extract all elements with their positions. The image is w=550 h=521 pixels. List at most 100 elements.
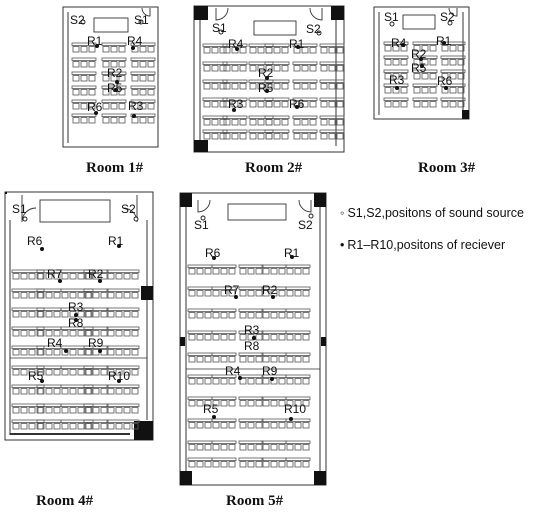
chair	[92, 369, 100, 376]
chair	[92, 292, 100, 299]
desk	[71, 71, 97, 75]
chair	[400, 87, 408, 94]
desk	[101, 113, 127, 117]
chair	[392, 59, 400, 66]
chair	[139, 117, 147, 124]
chair	[449, 59, 457, 66]
chair	[270, 312, 278, 319]
chair	[257, 101, 265, 108]
chair	[110, 61, 118, 68]
chair	[69, 369, 77, 376]
desk	[264, 43, 290, 47]
chair	[203, 133, 211, 140]
chair	[196, 290, 204, 297]
chair	[239, 65, 247, 72]
desk	[292, 79, 318, 83]
chair	[20, 330, 28, 337]
room-5-receiver-4-marker	[238, 376, 242, 380]
chair	[196, 461, 204, 468]
chair	[102, 61, 110, 68]
room-5-source-2-label: S2	[298, 218, 313, 232]
chair	[53, 311, 61, 318]
desk	[238, 286, 264, 290]
chair	[107, 292, 115, 299]
chair	[328, 47, 336, 54]
chair	[320, 47, 328, 54]
chair	[441, 73, 449, 80]
chair	[92, 407, 100, 414]
desk	[71, 113, 97, 117]
room-1-receiver-6-label: R6	[87, 100, 103, 114]
chair	[239, 378, 247, 385]
chair	[196, 334, 204, 341]
chair	[255, 334, 263, 341]
chair	[219, 133, 227, 140]
chair	[228, 461, 236, 468]
chair	[302, 268, 310, 275]
chair	[61, 292, 69, 299]
chair	[204, 378, 212, 385]
desk	[36, 307, 62, 311]
chair	[100, 388, 108, 395]
chair	[188, 422, 196, 429]
chair	[212, 312, 220, 319]
desk	[83, 403, 109, 407]
chair	[84, 311, 92, 318]
chair	[457, 101, 465, 108]
chair	[239, 461, 247, 468]
chair	[37, 330, 45, 337]
desk	[383, 55, 409, 59]
chair	[20, 292, 28, 299]
desk	[238, 308, 264, 312]
room-1-source-1-label: S1	[134, 13, 149, 27]
chair	[270, 356, 278, 363]
room-2-receiver-1-label: R1	[289, 37, 305, 51]
chair	[257, 119, 265, 126]
chair	[53, 423, 61, 430]
room-4-source-2-marker	[133, 216, 139, 222]
chair	[449, 73, 457, 80]
chair	[421, 87, 429, 94]
chair	[239, 83, 247, 90]
chair	[262, 268, 270, 275]
desk	[11, 307, 45, 311]
chair	[100, 330, 108, 337]
chair	[188, 444, 196, 451]
desk	[238, 374, 264, 378]
chair	[281, 47, 289, 54]
chair	[239, 290, 247, 297]
desk	[412, 83, 438, 87]
room-4-source-1-marker	[22, 216, 28, 222]
chair	[204, 444, 212, 451]
room-5-receiver-1-marker	[290, 255, 294, 259]
room-4-receiver-2-marker	[98, 279, 102, 283]
chair	[139, 61, 147, 68]
desk	[319, 61, 345, 65]
room-2-corner-block	[331, 6, 344, 20]
desk	[187, 352, 213, 356]
chair	[301, 65, 309, 72]
room-5-receiver-7-label: R7	[224, 283, 240, 297]
desk	[101, 57, 127, 61]
chair	[20, 388, 28, 395]
room-5-door	[197, 199, 211, 213]
chair	[384, 59, 392, 66]
chair	[147, 61, 155, 68]
chair	[115, 349, 123, 356]
room-4-door	[21, 195, 37, 223]
chair	[309, 65, 317, 72]
room-1-receiver-2-label: R2	[107, 66, 123, 80]
desk	[11, 384, 45, 388]
room-1-source-2-marker	[80, 19, 86, 25]
chair	[204, 268, 212, 275]
chair	[281, 101, 289, 108]
room-2-door	[309, 7, 323, 21]
desk	[36, 403, 62, 407]
desk	[261, 396, 287, 400]
room-5-wall-block	[180, 337, 185, 346]
chair	[220, 400, 228, 407]
room-5-door	[298, 199, 312, 213]
desk	[202, 129, 228, 133]
desk	[202, 61, 228, 65]
room-3-receiver-2-marker	[419, 57, 423, 61]
